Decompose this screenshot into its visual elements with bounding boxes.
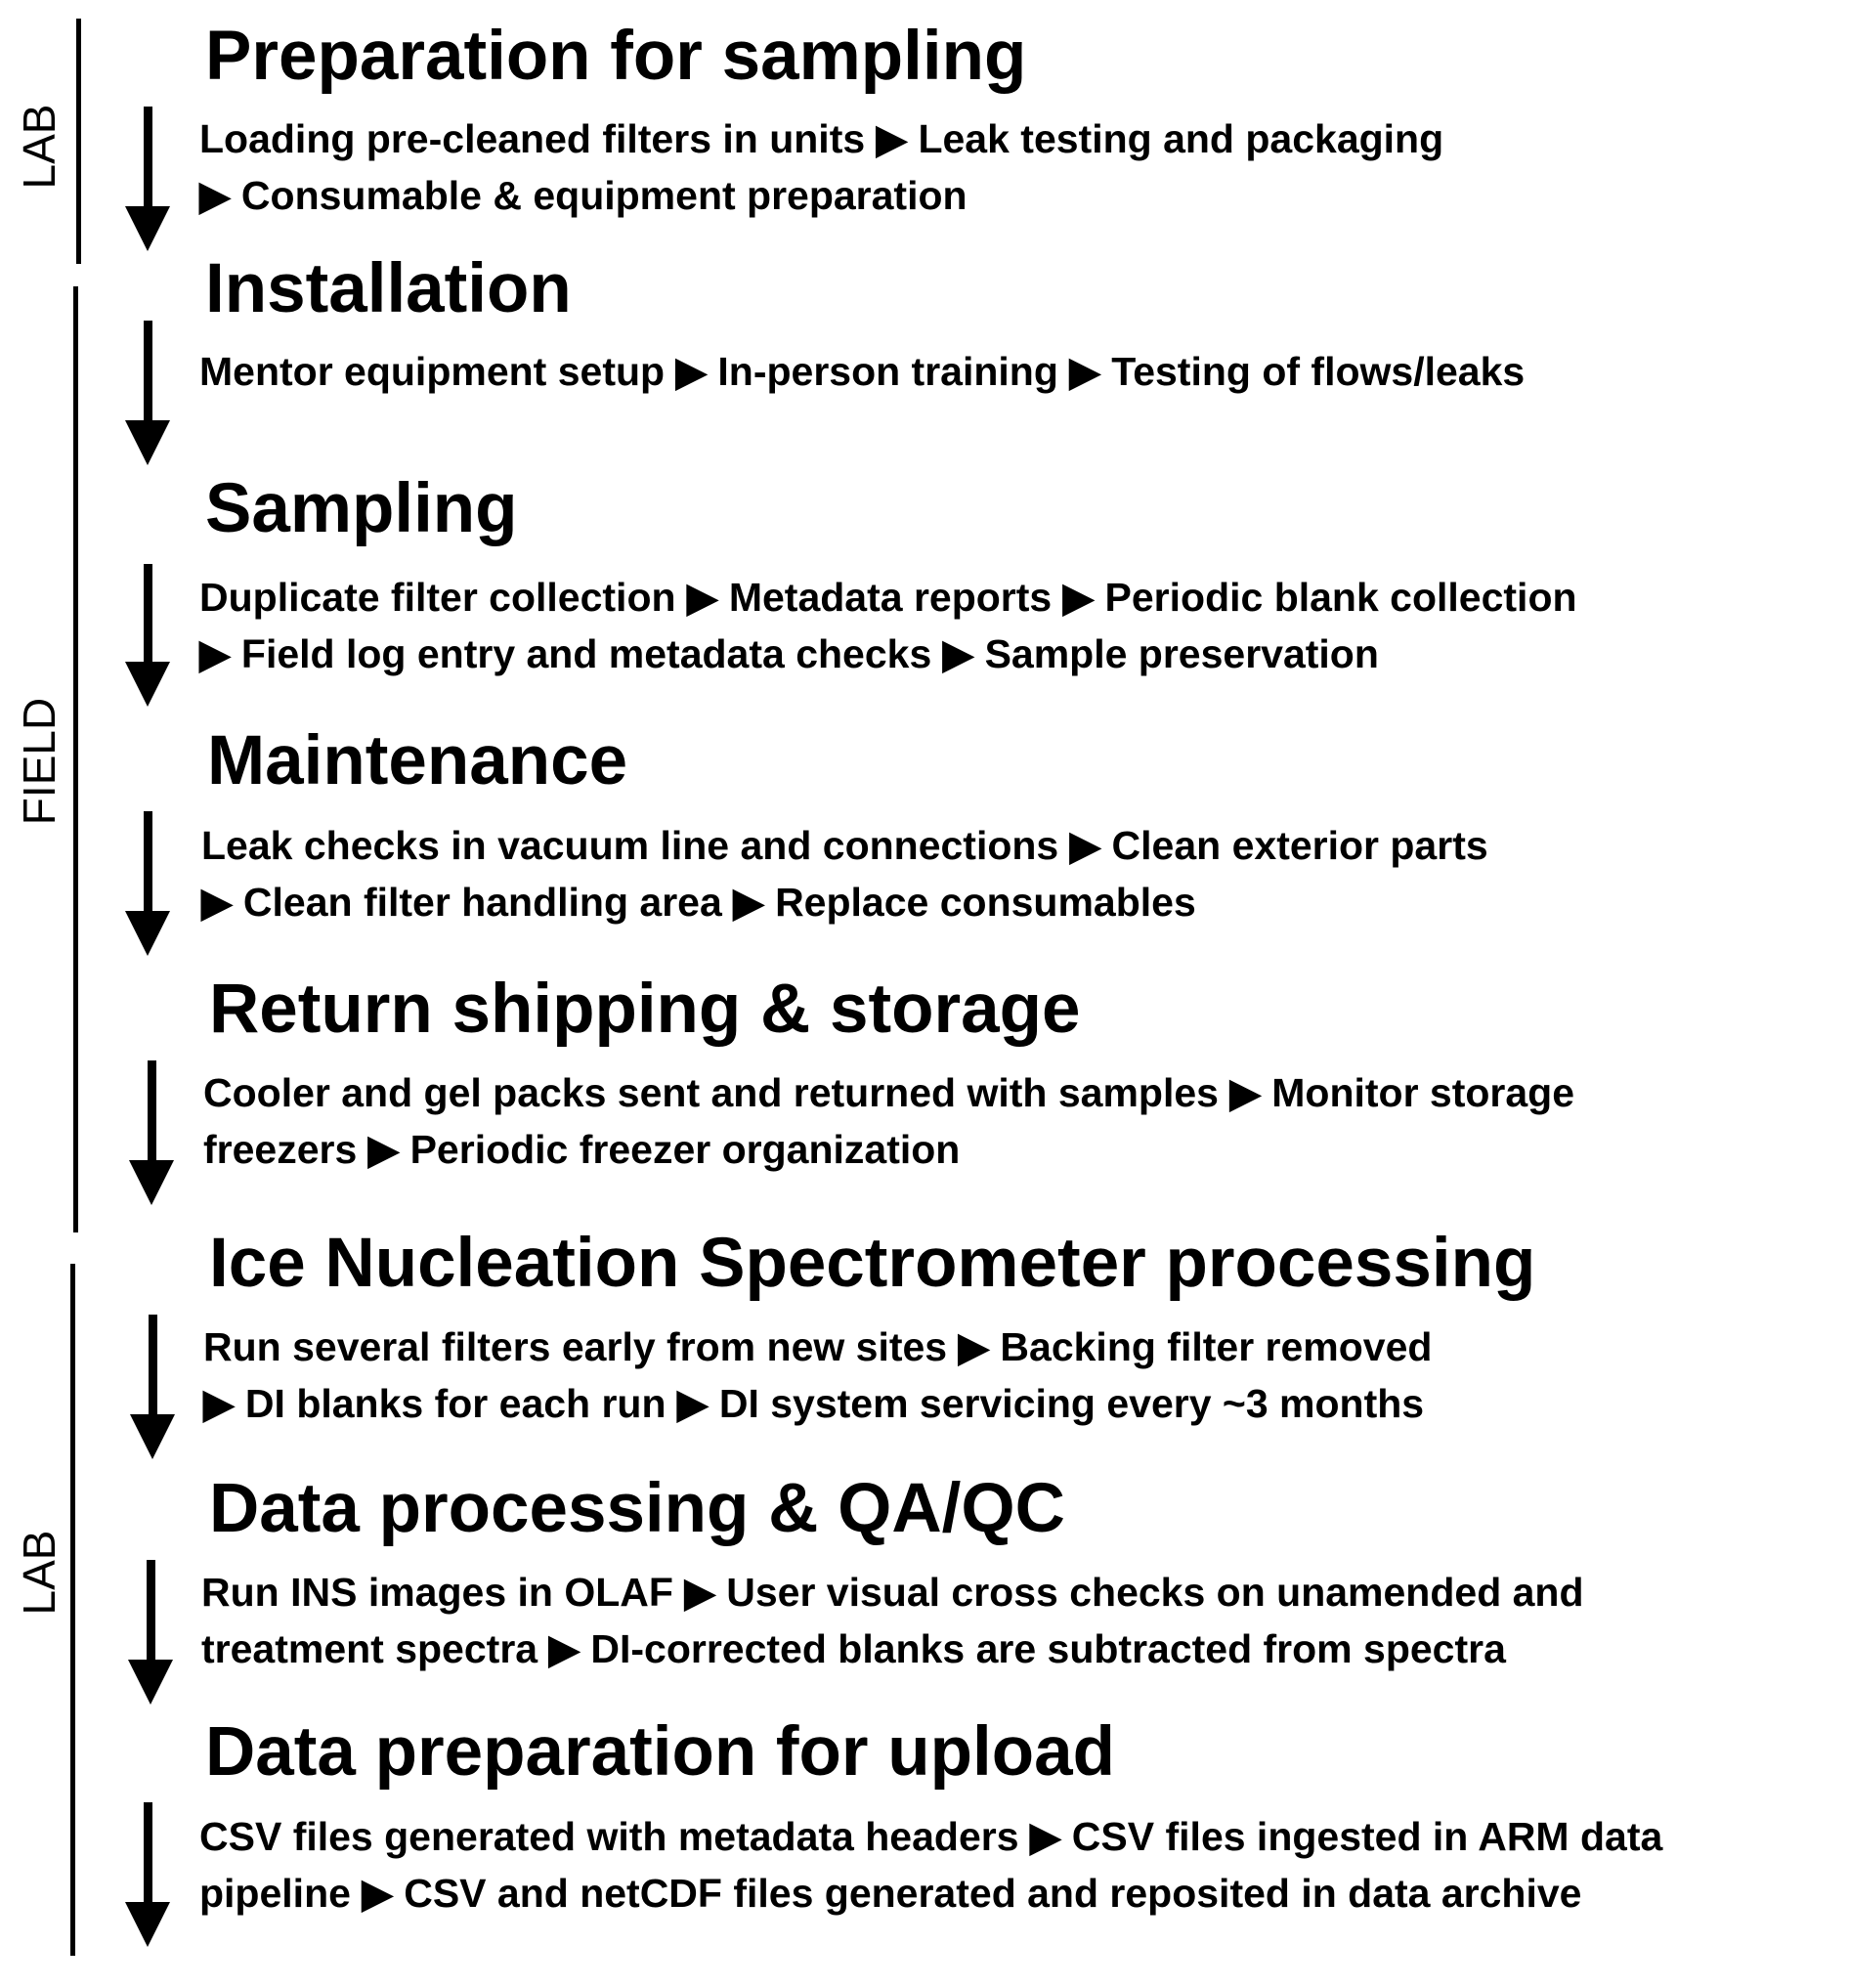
step-title: Sampling (205, 470, 518, 547)
step-title: Installation (205, 250, 572, 327)
lab-phase-label: LAB (14, 104, 64, 190)
step-title: Data processing & QA/QC (209, 1470, 1065, 1547)
down-arrow-icon (130, 1315, 175, 1459)
step-detail: CSV files generated with metadata header… (199, 1814, 1663, 1859)
down-arrow-icon (125, 564, 170, 707)
step-detail: Leak checks in vacuum line and connectio… (201, 823, 1488, 868)
step-detail: Mentor equipment setup ▶ In-person train… (199, 349, 1526, 394)
lab-phase-bracket (76, 19, 81, 264)
field-phase-bracket (73, 286, 78, 1232)
down-arrow-icon (125, 811, 170, 956)
lab-phase-label-2: LAB (14, 1530, 64, 1616)
step-detail: ▶ Consumable & equipment preparation (199, 173, 968, 218)
step-detail: ▶ Clean filter handling area ▶ Replace c… (201, 880, 1196, 925)
step-detail: pipeline ▶ CSV and netCDF files generate… (199, 1871, 1582, 1916)
step-detail: freezers ▶ Periodic freezer organization (203, 1127, 961, 1172)
step-detail: Run several filters early from new sites… (203, 1324, 1433, 1369)
step-title: Return shipping & storage (209, 971, 1081, 1048)
down-arrow-icon (128, 1560, 173, 1705)
down-arrow-icon (125, 107, 170, 251)
step-detail: treatment spectra ▶ DI-corrected blanks … (201, 1626, 1506, 1671)
step-title: Preparation for sampling (205, 18, 1027, 95)
field-phase-label: FIELD (14, 697, 64, 826)
step-title: Data preparation for upload (205, 1713, 1115, 1791)
down-arrow-icon (125, 1802, 170, 1947)
step-detail: Run INS images in OLAF ▶ User visual cro… (201, 1570, 1584, 1615)
step-detail: ▶ Field log entry and metadata checks ▶ … (199, 631, 1379, 676)
down-arrow-icon (129, 1060, 174, 1205)
step-detail: ▶ DI blanks for each run ▶ DI system ser… (203, 1381, 1425, 1426)
down-arrow-icon (125, 321, 170, 465)
lab-phase-bracket-2 (70, 1264, 75, 1956)
step-detail: Loading pre-cleaned filters in units ▶ L… (199, 116, 1444, 161)
step-title: Maintenance (207, 722, 628, 800)
step-detail: Cooler and gel packs sent and returned w… (203, 1070, 1575, 1115)
step-title: Ice Nucleation Spectrometer processing (209, 1225, 1536, 1302)
step-detail: Duplicate filter collection ▶ Metadata r… (199, 575, 1577, 620)
